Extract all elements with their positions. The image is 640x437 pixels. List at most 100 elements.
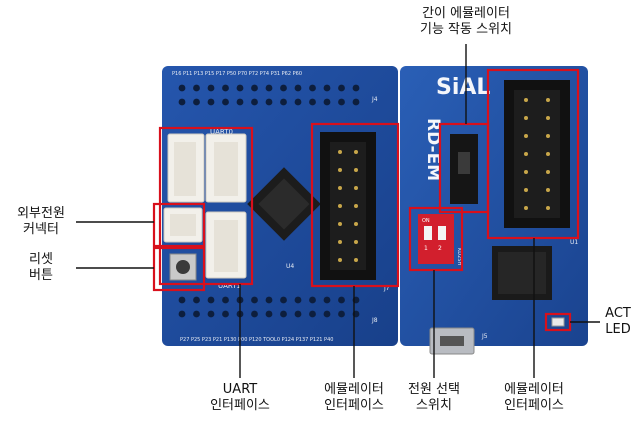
leader-lines — [76, 44, 600, 378]
pin — [352, 98, 360, 106]
pin — [323, 98, 331, 106]
top-pin-header — [178, 84, 360, 106]
reset-tact-switch — [169, 253, 197, 281]
label-external-power: 외부전원 커넥터 — [6, 206, 76, 238]
pin — [338, 222, 342, 226]
pin — [309, 84, 316, 92]
slide-switch — [450, 134, 478, 204]
callout-power-select — [408, 206, 464, 272]
pin — [280, 98, 287, 106]
pin — [178, 84, 186, 92]
power-connector — [163, 207, 203, 243]
pin — [354, 258, 358, 262]
usb-connector — [429, 327, 475, 355]
pin — [546, 170, 550, 174]
callout-reset — [152, 246, 206, 292]
pin — [294, 98, 302, 106]
pin — [338, 240, 342, 244]
pin — [546, 152, 550, 156]
right-emulator-header — [504, 80, 570, 228]
label-emulator-interface-right: 에뮬레이터 인터페이스 — [490, 382, 578, 414]
pin — [546, 188, 550, 192]
label-j4: J4 — [371, 96, 378, 103]
mcu-chip-u1 — [492, 246, 552, 300]
pin — [251, 296, 258, 304]
pin — [338, 84, 345, 92]
pin — [236, 84, 244, 92]
label-simple-emulator-switch-line2: 기능 작동 스위치 — [420, 22, 512, 37]
pin — [265, 84, 273, 92]
label-emulator-interface-right-line2: 인터페이스 — [504, 398, 564, 413]
pin — [354, 150, 358, 154]
pin — [193, 296, 200, 304]
callout-uart — [158, 126, 254, 286]
pin — [207, 98, 215, 106]
pin — [309, 98, 316, 106]
pin — [338, 168, 342, 172]
svg-text:KD2SH: KD2SH — [456, 248, 462, 265]
brand-logo: SiAL — [436, 75, 490, 100]
pin — [524, 206, 528, 210]
pin — [352, 84, 360, 92]
pin — [546, 116, 550, 120]
pin — [354, 222, 358, 226]
dip-switch: ON 1 2 KD2SH — [418, 214, 462, 265]
pin — [354, 168, 358, 172]
pin — [524, 116, 528, 120]
callout-left-emulator — [310, 122, 400, 288]
pin — [524, 98, 528, 102]
label-emulator-interface-left-line1: 에뮬레이터 — [324, 382, 384, 397]
label-simple-emulator-switch: 간이 에뮬레이터 기능 작동 스위치 — [388, 6, 544, 38]
pin — [251, 310, 258, 318]
pin — [178, 98, 186, 106]
pin — [338, 186, 342, 190]
pin — [280, 310, 287, 318]
pin — [546, 206, 550, 210]
pin — [294, 84, 302, 92]
pin — [178, 296, 186, 304]
label-u4: U4 — [286, 263, 294, 270]
pin — [354, 204, 358, 208]
pin — [207, 296, 215, 304]
pin — [280, 296, 287, 304]
label-simple-emulator-switch-line1: 간이 에뮬레이터 — [422, 6, 510, 21]
pin — [222, 296, 229, 304]
pin — [222, 98, 229, 106]
pin — [251, 98, 258, 106]
pin — [323, 84, 331, 92]
act-led-chip — [551, 317, 565, 327]
pin — [294, 296, 302, 304]
label-emulator-interface-left-line2: 인터페이스 — [324, 398, 384, 413]
model-label: RD-EM — [423, 118, 443, 181]
pin — [354, 186, 358, 190]
pin — [236, 98, 244, 106]
pin — [280, 84, 287, 92]
label-j7: J7 — [383, 285, 390, 292]
label-power-select-switch-line2: 스위치 — [416, 398, 452, 413]
label-reset-button-line1: 리셋 — [29, 252, 53, 267]
pin — [265, 310, 273, 318]
label-u1: U1 — [570, 239, 578, 246]
label-uart0: UART0 — [210, 128, 233, 136]
pin — [354, 240, 358, 244]
left-emulator-header — [320, 132, 376, 280]
bottom-pin-labels: P27 P25 P23 P21 P130 P00 P120 TOOL0 P124… — [180, 337, 333, 343]
label-reset-button-line2: 버튼 — [29, 268, 53, 283]
label-uart-interface-line2: 인터페이스 — [210, 398, 270, 413]
pin — [338, 98, 345, 106]
callout-right-emulator — [486, 68, 580, 240]
top-pin-labels: P16 P11 P13 P15 P17 P50 P70 P72 P74 P31 … — [172, 71, 302, 77]
label-external-power-line1: 외부전원 — [17, 206, 65, 221]
pin — [265, 296, 273, 304]
uart-connectors — [167, 133, 247, 279]
pin — [524, 152, 528, 156]
pin — [546, 98, 550, 102]
pin — [323, 310, 331, 318]
label-power-select-switch: 전원 선택 스위치 — [396, 382, 472, 414]
pin — [338, 150, 342, 154]
pin — [193, 84, 200, 92]
label-emulator-interface-left: 에뮬레이터 인터페이스 — [310, 382, 398, 414]
pin — [207, 310, 215, 318]
